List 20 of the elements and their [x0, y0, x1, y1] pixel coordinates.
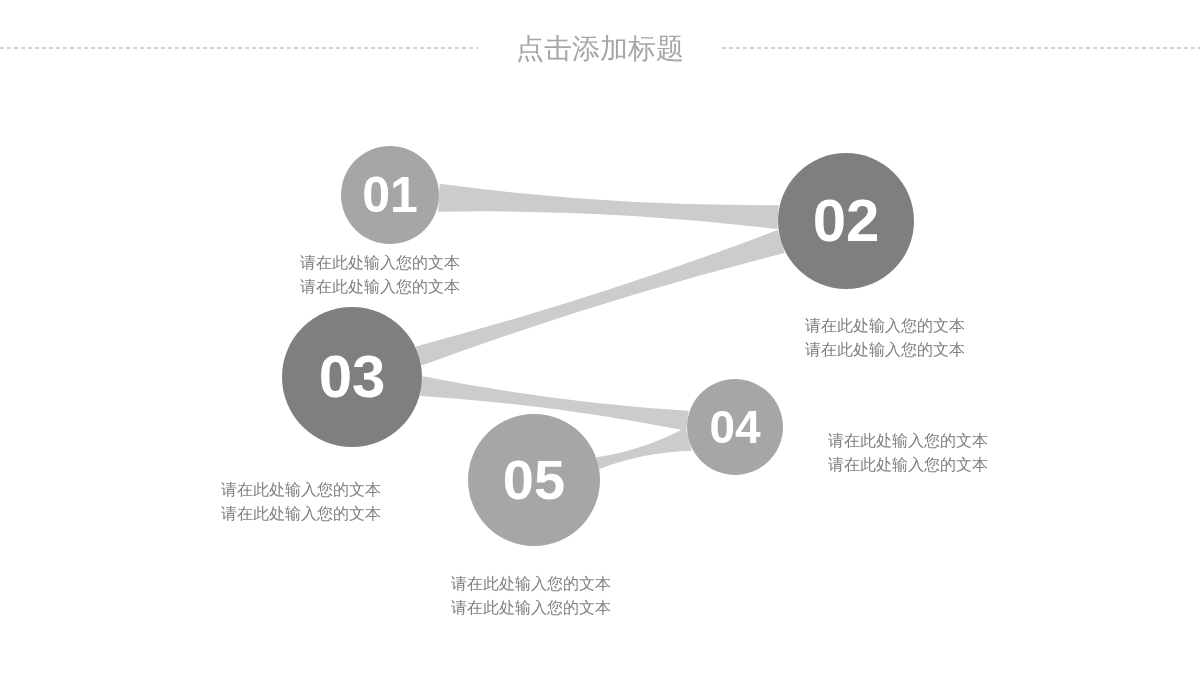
description-text: 请在此处输入您的文本 — [828, 430, 988, 452]
step-number: 03 — [317, 347, 387, 407]
description-text: 请在此处输入您的文本 — [828, 454, 988, 476]
tapered-connector — [415, 230, 785, 366]
title-text: 点击添加标题 — [516, 32, 684, 65]
description-text: 请在此处输入您的文本 — [805, 315, 965, 337]
step-number: 02 — [811, 191, 881, 251]
tapered-connector — [596, 427, 692, 469]
tapered-connector — [438, 183, 779, 230]
description-text: 请在此处输入您的文本 — [805, 339, 965, 361]
description-text: 请在此处输入您的文本 — [221, 503, 381, 525]
step-number: 04 — [708, 404, 762, 450]
description-text: 请在此处输入您的文本 — [221, 479, 381, 501]
description-text: 请在此处输入您的文本 — [300, 252, 460, 274]
description-text: 请在此处输入您的文本 — [451, 573, 611, 595]
description-text: 请在此处输入您的文本 — [300, 276, 460, 298]
step-number: 01 — [361, 170, 419, 220]
description-text: 请在此处输入您的文本 — [451, 597, 611, 619]
step-number: 05 — [501, 452, 567, 508]
tapered-connector — [420, 376, 689, 431]
